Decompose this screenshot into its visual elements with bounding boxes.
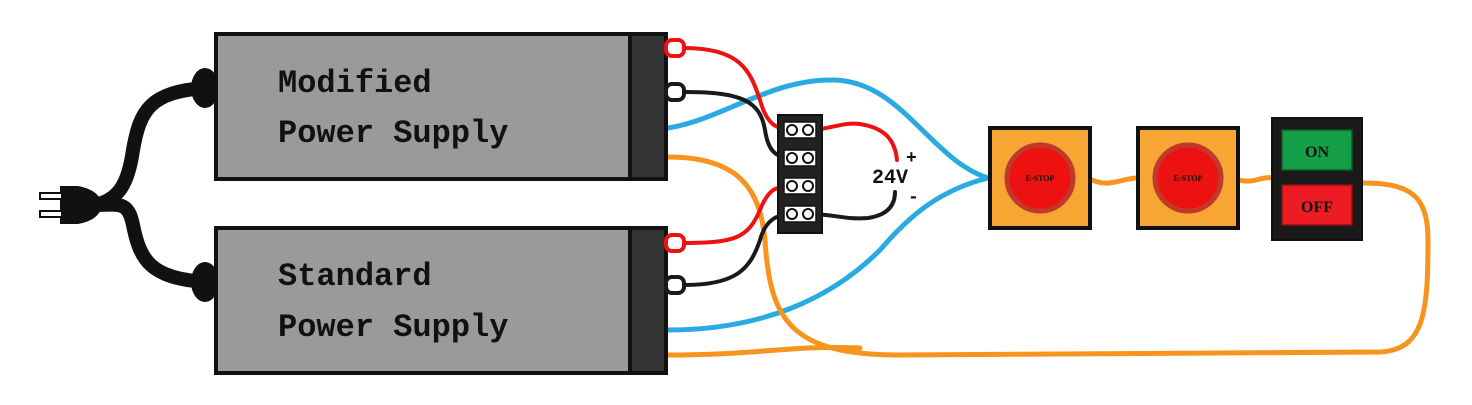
power-cord [88, 81, 212, 289]
cord-grommet-bottom [191, 262, 219, 302]
standard-supply-subtitle: Power Supply [278, 309, 508, 346]
blue-wire-top [665, 77, 991, 181]
estop-2: E-STOP [1136, 126, 1240, 230]
modified-power-supply: Modified Power Supply [214, 32, 686, 181]
estop-2-button[interactable] [1152, 142, 1224, 214]
red-wire-modified [682, 46, 794, 132]
orange-wire-switch-link [1235, 175, 1277, 184]
standard-minus-terminal [664, 275, 686, 295]
off-label: OFF [1301, 199, 1333, 216]
estop-2-label: E-STOP [1174, 174, 1203, 183]
on-label: ON [1305, 144, 1329, 161]
power-switch: ON OFF [1271, 117, 1363, 241]
orange-wire-estop-link [1089, 175, 1141, 186]
output-voltage-label: 24V [872, 167, 908, 190]
modified-plus-terminal [664, 38, 686, 58]
orange-wire-modified [665, 154, 1431, 358]
terminal-block [777, 114, 823, 234]
estop-1: E-STOP [988, 126, 1092, 230]
estop-1-button[interactable] [1004, 142, 1076, 214]
modified-supply-title: Modified [278, 65, 432, 102]
red-wire-output [806, 121, 899, 162]
red-wire-standard [682, 184, 794, 245]
modified-supply-subtitle: Power Supply [278, 115, 508, 152]
modified-minus-terminal [664, 82, 686, 102]
output-minus-sign: - [908, 188, 919, 208]
standard-power-supply: Standard Power Supply [214, 226, 686, 375]
standard-supply-title: Standard [278, 258, 432, 295]
off-button[interactable] [1281, 184, 1353, 226]
on-button[interactable] [1281, 129, 1353, 171]
black-wire-output [806, 190, 897, 221]
cord-grommet-top [191, 68, 219, 108]
standard-plus-terminal [664, 233, 686, 253]
black-wire-standard [682, 212, 794, 287]
output-plus-sign: + [906, 149, 917, 169]
plug-icon [39, 186, 102, 224]
estop-1-label: E-STOP [1026, 174, 1055, 183]
orange-wire-standard [665, 344, 863, 358]
blue-wire-bottom [665, 175, 991, 333]
